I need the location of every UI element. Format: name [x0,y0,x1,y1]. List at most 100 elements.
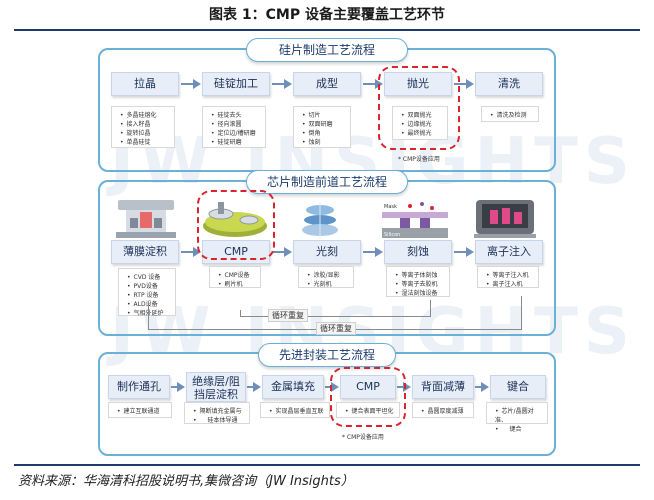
cmp-highlight [197,190,275,260]
frontend-note-ion-implant: 等离子注入机 离子注入机 [477,266,539,288]
note-item: 硅锭去头 [211,111,261,120]
note-item: 刷片机 [218,280,256,289]
title-divider [14,29,640,31]
note-item: 硅本体导通 [193,416,245,425]
note-item: 边缘抛光 [401,120,443,129]
cmp-highlight [378,66,460,150]
note-item: 接入籽晶 [120,120,170,129]
wafer-step-pulling: 拉晶 [111,72,179,96]
wafer-note-cleaning: 清洗及检测 [481,106,539,122]
frontend-step-etching: 刻蚀 [384,240,452,264]
packaging-note-metal-fill: 实现晶层垂直互联 [260,402,330,418]
note-item: 芯片/晶圆对准、 [495,407,543,425]
note-item: 清洗及检测 [490,111,534,120]
wafer-step-cleaning: 清洗 [475,72,543,96]
note-item: CMP设备 [218,271,256,280]
note-item: 湿法刻蚀设备 [395,289,445,298]
note-item: 涂胶/显影 [307,271,349,280]
frontend-step-deposition: 薄膜淀积 [111,240,179,264]
etching-image: Mask Silicon [382,202,448,238]
note-item: 定位边/槽研磨 [211,129,261,138]
footer-divider [14,464,640,466]
note-item: 实现晶层垂直互联 [269,407,325,416]
frontend-note-cmp: CMP设备 刷片机 [209,266,261,288]
packaging-note-insulation: 隔断填充金属与 硅本体导通 [184,402,250,424]
wafer-note-forming: 切片 双面研磨 倒角 蚀刻 [293,106,351,148]
flow-arrow [454,79,474,89]
cmp-application-note: * CMP设备应用 [398,156,440,163]
silicon-label: Silicon [384,232,400,238]
wafer-step-polishing: 抛光 [384,72,452,96]
lithography-image [302,202,338,238]
packaging-note-cmp: 键合表面平坦化 [336,402,400,418]
packaging-note-thinning: 晶圆厚度减薄 [412,402,474,418]
wafer-note-polishing: 双面抛光 边缘抛光 最终抛光 [392,106,448,140]
deposition-chamber-image [116,200,176,238]
frontend-note-etching: 等离子体刻蚀 等离子去胶机 湿法刻蚀设备 [386,266,450,297]
flow-arrow [181,247,201,257]
note-item: 隔断填充金属与 [193,407,245,416]
note-item: RTP 设备 [127,291,171,300]
flow-arrow [247,382,261,392]
packaging-step-bonding: 键合 [490,375,546,399]
frontend-process-title: 芯片制造前道工艺流程 [246,170,408,194]
note-item: 键合 [495,425,543,434]
note-item: 离子注入机 [486,280,534,289]
packaging-note-bonding: 芯片/晶圆对准、 键合 [486,402,548,433]
cycle-repeat-label: 循环重复 [316,322,356,335]
note-item: ALD设备 [127,300,171,309]
note-continuation: 硅本体导通 [207,417,238,424]
cycle-line [521,296,522,330]
flow-arrow [272,247,292,257]
packaging-step-via: 制作通孔 [108,375,170,399]
frontend-step-lithography: 光刻 [293,240,361,264]
note-item: 双面研磨 [302,120,346,129]
figure-title: 图表 1：CMP 设备主要覆盖工艺环节 [209,7,445,23]
note-item: 键合表面平坦化 [345,407,395,416]
packaging-process-title: 先进封装工艺流程 [258,343,396,367]
note-item: 等离子去胶机 [395,280,445,289]
packaging-step-insulation: 绝缘层/阻 挡层淀积 [186,372,246,402]
frontend-note-lithography: 涂胶/显影 光刻机 [298,266,354,288]
note-item: CVD 设备 [127,273,171,282]
flow-arrow [171,382,185,392]
packaging-note-via: 建立互联通道 [108,402,172,418]
cycle-line [240,310,241,316]
frontend-step-ion-implant: 离子注入 [475,240,543,264]
flow-arrow [397,382,411,392]
cycle-line [430,300,431,317]
wafer-note-ingot: 硅锭去头 径向滚圆 定位边/槽研磨 硅锭研磨 [202,106,266,148]
wafer-process-title: 硅片制造工艺流程 [246,38,408,62]
flow-arrow [272,79,292,89]
flow-arrow [454,247,474,257]
frontend-note-deposition: CVD 设备 PVD设备 RTP 设备 ALD设备 气相外延炉 [118,268,176,318]
note-item: 多晶硅熔化 [120,111,170,120]
note-item: 蚀刻 [302,138,346,147]
cmp-highlight [330,367,406,427]
note-item: 气相外延炉 [127,309,171,318]
ion-implant-image [474,200,536,238]
flow-arrow [363,247,383,257]
note-item: 双面抛光 [401,111,443,120]
packaging-step-cmp: CMP [340,375,396,399]
mask-label: Mask [384,204,397,210]
note-item: 径向滚圆 [211,120,261,129]
packaging-step-thinning: 背面减薄 [412,375,474,399]
packaging-step-metal-fill: 金属填充 [262,375,324,399]
cmp-polisher-image [203,202,267,237]
note-item: 光刻机 [307,280,349,289]
flow-arrow [325,382,339,392]
note-item: 硅锭研磨 [211,138,261,147]
cycle-repeat-label: 循环重复 [268,309,308,322]
note-continuation: 键合 [509,426,522,433]
cycle-line [240,316,430,317]
cmp-application-note: * CMP设备应用 [342,434,384,441]
note-item: PVD设备 [127,282,171,291]
wafer-step-forming: 成型 [293,72,361,96]
step-label-line: 挡层淀积 [194,388,238,401]
step-label-line: 绝缘层/阻 [192,375,240,388]
flow-arrow [181,79,201,89]
note-item: 等离子注入机 [486,271,534,280]
note-item: 等离子体刻蚀 [395,271,445,280]
source-note: 资料来源：华海清科招股说明书,集微咨询（JW Insights） [18,474,354,489]
